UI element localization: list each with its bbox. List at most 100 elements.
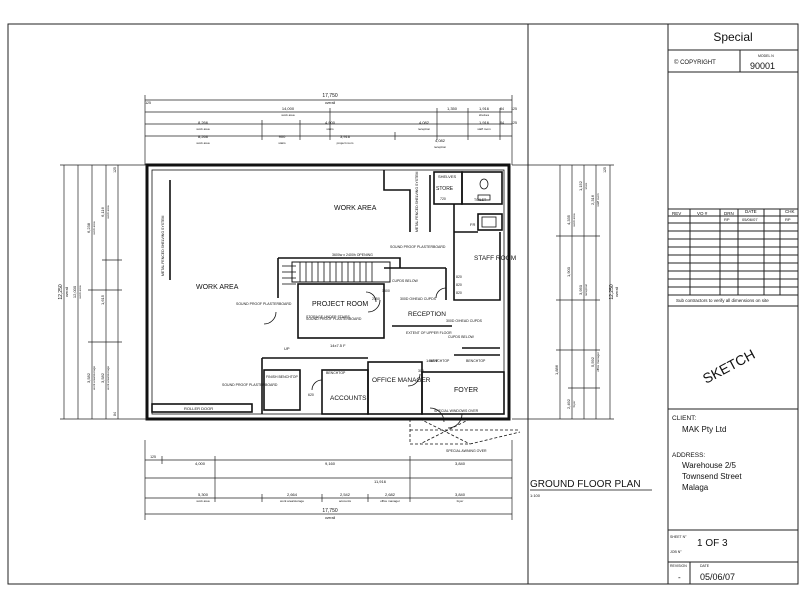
- address-label: ADDRESS:: [672, 452, 705, 459]
- dim-top-r4-0-label: work area: [196, 141, 210, 145]
- note-up: UP: [284, 346, 290, 351]
- dim-top-r3-1: 4,900: [325, 120, 336, 125]
- dim-right-3: 1,900: [566, 266, 571, 277]
- dim-left-6: 125: [113, 167, 117, 173]
- note-special-windows: SPECIAL WINDOWS OVER: [434, 409, 479, 413]
- rev-header-date: DATE: [745, 209, 757, 214]
- dim-bot-r3-0: 5,300: [198, 492, 209, 497]
- dim-top-r2-0: 14,000: [282, 106, 295, 111]
- dim-top-r2-4: 125: [511, 107, 517, 111]
- revision-value: -: [678, 573, 681, 582]
- room-store: STORE: [436, 186, 454, 192]
- dim-top-r3-0-label: work area: [196, 127, 210, 131]
- dim-right-0: 4,335: [566, 214, 571, 225]
- dim-top-r2-0-label: work area: [281, 113, 295, 117]
- copyright-label: © COPYRIGHT: [674, 59, 716, 66]
- note-room-size-2: 14x5 F: [426, 358, 439, 363]
- dim-top-overall-label: overall: [325, 101, 336, 105]
- dim-top-r2-1: 1,350: [447, 106, 458, 111]
- dim-left-7: 84: [113, 412, 117, 416]
- dim-right-8: 125: [603, 167, 607, 173]
- dim-left-5: 3,582: [100, 372, 105, 383]
- dim-bot-r3-1: 2,664: [287, 492, 298, 497]
- dim-top-r4-2: 3,916: [340, 134, 351, 139]
- note-metal-shelving: METAL FENCED SHELVING SYSTEM: [415, 171, 419, 232]
- dim-top-r2-2: 1,916: [479, 106, 490, 111]
- company-name: Special: [713, 30, 752, 44]
- dim-right-7: 1,886: [554, 364, 559, 375]
- dim-bot-r3-1-label: work area/storage: [280, 499, 304, 503]
- sketch-stamp: SKETCH: [700, 346, 758, 387]
- note-dim-inner-5: 1500: [382, 289, 390, 293]
- dim-right-1-label: store: [584, 182, 588, 189]
- toilet-fixture: [477, 178, 497, 228]
- sub-contractor-note: Sub contractors to verify all dimensions…: [676, 298, 769, 303]
- dim-bot-r1-3: 3,840: [455, 461, 466, 466]
- dims-top: 17,750 overall 14,000 work area 1,350 1,…: [145, 93, 517, 149]
- dim-right-0-label: work area: [572, 213, 576, 227]
- dim-bot-overall: 17,750: [322, 508, 338, 514]
- dim-left-5-label: work area/storage: [106, 366, 110, 390]
- dim-bot-r3-0-label: work area: [196, 499, 210, 503]
- dim-top-r4-3-label: reception: [434, 145, 447, 149]
- dim-right-6-label: foyer: [572, 401, 576, 408]
- dim-top-r3-2-label: reception: [418, 127, 431, 131]
- dims-left: 12,250 overall 12,000 work area 6,238 wo…: [58, 167, 117, 416]
- plan-title: GROUND FLOOR PLAN: [530, 479, 641, 490]
- client-label: CLIENT:: [672, 415, 696, 422]
- sheet-value: 1 OF 3: [697, 538, 728, 549]
- plan-scale: 1:100: [530, 493, 541, 498]
- note-dim-inner-4: 820: [456, 291, 462, 295]
- dim-bot-r1-2: 9,160: [325, 461, 336, 466]
- room-office-manager: OFFICE MANAGER: [372, 377, 431, 384]
- address-line-1: Warehouse 2/5: [682, 461, 737, 470]
- rev-header-drn: DRN: [724, 211, 734, 216]
- note-sound-proof-1: SOUND PROOF PLASTERBOARD: [390, 245, 446, 249]
- address-line-2: Townsend Street: [682, 472, 742, 481]
- plan-notes: METAL FENCED SHELVING SYSTEM METAL FENCE…: [161, 171, 487, 453]
- dim-top-edge: 125: [145, 101, 151, 105]
- dim-right-2-label: staff room: [596, 193, 600, 207]
- dim-top-r4-2-label: project room: [337, 141, 354, 145]
- model-label: MODEL N: [758, 54, 774, 58]
- note-dim-inner-1: 720: [440, 197, 446, 201]
- dim-bot-r3-3-label: office manager: [380, 499, 400, 503]
- room-labels: WORK AREA WORK AREA PROJECT ROOM STAFF R…: [196, 174, 516, 402]
- dim-top-r2-2-label: shelves: [479, 113, 490, 117]
- rev-row-date: 05/06/07: [742, 217, 758, 222]
- dim-left-2: 6,116: [100, 206, 105, 216]
- note-opening: 3600w x 2400h OPENING: [332, 253, 373, 257]
- dim-bot-r3-3: 2,682: [385, 492, 396, 497]
- dim-top-r3-1-label: stairs: [326, 127, 334, 131]
- note-sound-proof-2: SOUND PROOF PLASTERBOARD: [236, 302, 292, 306]
- note-room-size-1: 14x7.5 F: [330, 343, 346, 348]
- dim-bot-r1-0: 125: [150, 455, 156, 459]
- note-cupds-below-2: CUPDS BELOW: [448, 335, 475, 339]
- room-accounts: ACCOUNTS: [330, 395, 367, 402]
- date-label: DATE: [700, 564, 710, 568]
- dim-top-r3-5: 125: [511, 121, 517, 125]
- dim-bot-overall-label: overall: [325, 516, 336, 520]
- dim-top-r4-3: 4,082: [435, 138, 446, 143]
- note-benchtop-3: BENCHTOP: [466, 359, 486, 363]
- note-sound-proof-3: SOUND PROOF PLASTERBOARD: [306, 317, 362, 321]
- dim-top-r3-3-label: staff room: [477, 127, 491, 131]
- rev-row-drn: RP: [724, 217, 730, 222]
- dim-right-2: 2,316: [590, 194, 595, 205]
- note-finish-benchtop: FINISH BENCHTOP: [266, 375, 298, 379]
- note-dim-inner-6: 2550: [372, 297, 380, 301]
- room-project-room: PROJECT ROOM: [312, 301, 368, 308]
- rev-header-chk: CHK: [785, 209, 795, 214]
- dim-bot-r3-2: 2,542: [340, 492, 351, 497]
- note-oh-cupds-2: 300D O/HEAD CUPDS: [446, 319, 483, 323]
- note-oh-cupds-1: 300D O/HEAD CUPDS: [400, 297, 437, 301]
- note-benchtop-2: BENCHTOP: [326, 371, 346, 375]
- dim-top-overall: 17,750: [322, 93, 338, 99]
- dim-left-1-label: work area: [92, 221, 96, 235]
- address-line-3: Malaga: [682, 483, 709, 492]
- dim-bot-r3-4-label: foyer: [457, 499, 464, 503]
- dim-top-r3-3: 1,916: [479, 120, 490, 125]
- dim-bot-r3-2-label: accounts: [339, 499, 352, 503]
